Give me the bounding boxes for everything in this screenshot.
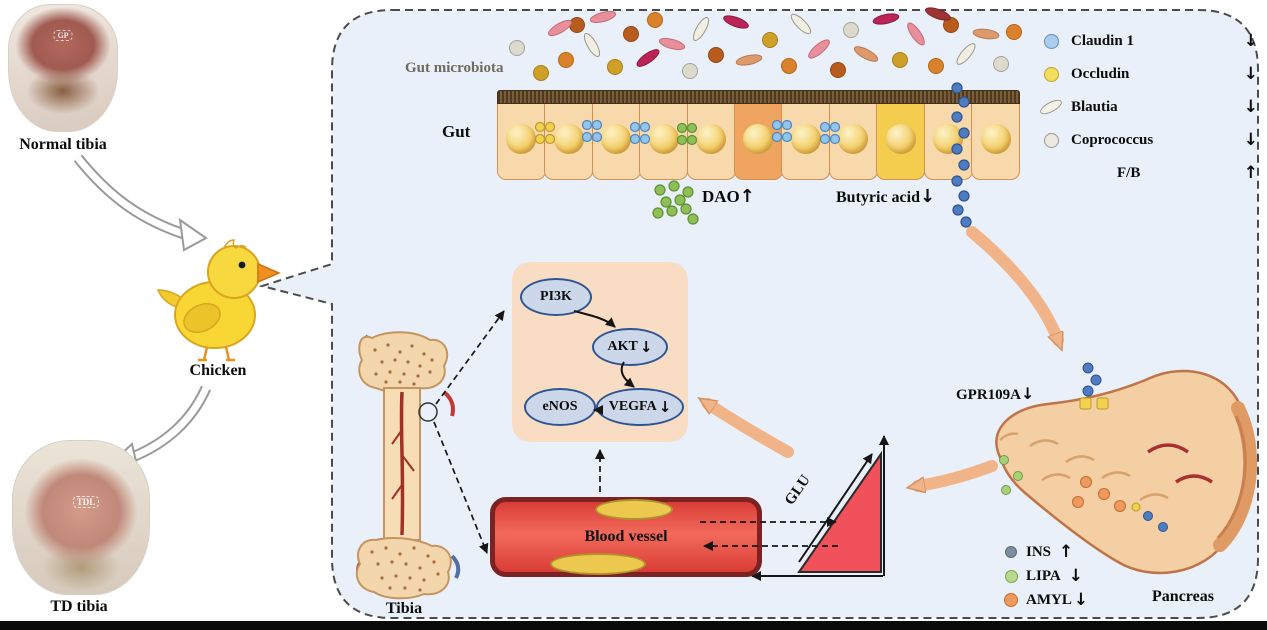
vegfa-node: VEGFA↓ [596,388,684,426]
eye-icon [238,261,246,269]
arrow-normal-tibia-to-chicken [73,154,208,252]
blautia-icon [1038,96,1064,118]
arrow-pancreas-to-glu [918,460,998,486]
zoom-circle-icon [418,402,438,422]
epithelial-cell [971,104,1020,180]
legend-row-fb: F/B ↑ [1117,163,1258,183]
claudin-icon [1043,33,1059,49]
epithelial-cell [639,104,689,180]
lipa-icon [1004,569,1018,583]
gut-label: Gut [442,122,471,141]
normal-tibia-image: GP [8,4,118,132]
receptor-icon [1096,397,1109,410]
plaque-icon [595,499,673,520]
glu-label: GLU [781,472,814,509]
epithelial-cell [686,104,736,180]
pancreas-legend: INS ↑ LIPA ↓ AMYL ↓ [1002,540,1152,612]
ins-icon [1005,546,1017,558]
receptor-icon [1079,397,1092,410]
legend-row-amyl: AMYL ↓ [1002,588,1152,612]
blood-vessel-illustration: Blood vessel [490,497,762,577]
dao-label: DAO↑ [702,186,755,207]
td-tibia-label: TD tibia [50,598,108,615]
beak-icon [257,262,281,284]
legend-row-blautia: Blautia ↓ [1038,96,1258,118]
gpr109a-label: GPR109A↓ [956,384,1035,403]
microbiota-icons [509,7,1022,81]
amyl-icon [1004,593,1018,607]
chicken-label: Chicken [189,362,247,379]
coprococcus-icon [1043,132,1059,148]
epithelial-cell [591,104,641,180]
tdl-region-label: TDL [72,495,100,508]
arrow-tibia-to-vessel [433,421,489,554]
arrow-glu-to-pathway [708,404,794,458]
plaque-icon [550,553,646,575]
legend-row-coprococcus: Coprococcus ↓ [1038,129,1258,151]
butyric-acid-label: Butyric acid↓ [836,186,936,207]
dao-dots [652,180,699,225]
bottom-black-bar [0,621,1267,630]
pancreas-label: Pancreas [1152,588,1214,605]
tibia-bone-illustration [355,331,461,600]
pi3k-node: PI3K [520,278,592,316]
gut-epithelium [497,104,1020,180]
epithelial-cell-inflamed [734,104,783,180]
legend-row-claudin: Claudin 1 ↓ [1038,30,1258,52]
enos-node: eNOS [524,388,596,426]
epithelial-cell [923,104,973,180]
epithelial-cell [544,104,594,180]
normal-tibia-label: Normal tibia [19,136,107,153]
legend-row-ins: INS ↑ [1002,540,1152,564]
gut-legend: Claudin 1 ↓ Occludin ↓ Blautia ↓ Coproco… [1038,30,1258,195]
epithelial-cell [781,104,831,180]
brush-border [497,90,1020,104]
arrow-gut-to-pancreas [966,226,1064,340]
chicken-illustration [156,239,281,362]
legend-row-occludin: Occludin ↓ [1038,63,1258,85]
flow-arrows [708,226,1064,486]
epithelial-cell-goblet [876,104,926,180]
td-tibia-image: TDL [12,440,150,595]
gut-microbiota-label: Gut microbiota [405,60,504,76]
occludin-icon [1043,66,1059,82]
blood-vessel-label: Blood vessel [584,528,668,545]
legend-row-lipa: LIPA ↓ [1002,564,1152,588]
tibia-label: Tibia [385,600,423,617]
gp-region-label: GP [53,29,73,41]
epithelial-cell [497,104,546,180]
akt-node: AKT↓ [592,328,668,366]
epithelial-cell [828,104,878,180]
arrow-tibia-to-pathway [435,310,505,405]
glu-triangle [751,435,889,581]
